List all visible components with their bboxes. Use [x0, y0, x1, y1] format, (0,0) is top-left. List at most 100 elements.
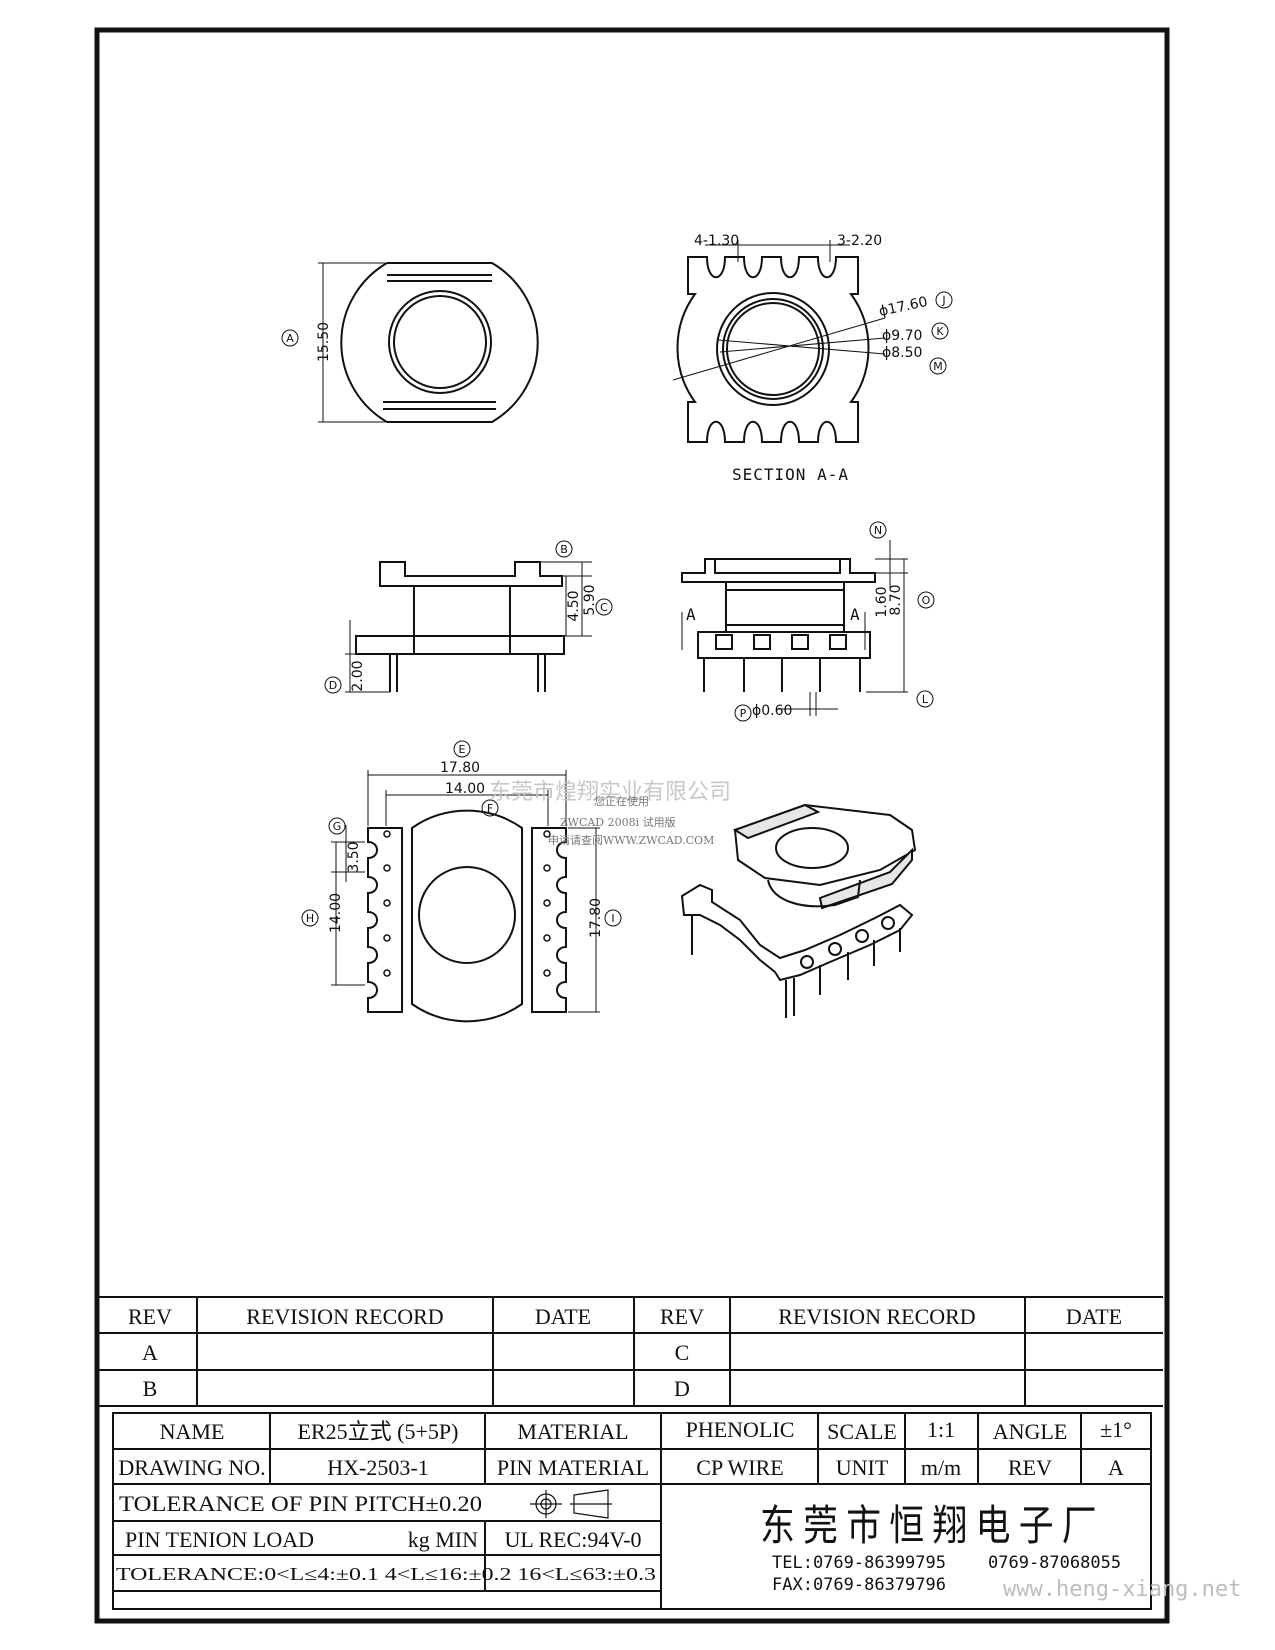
company-name: 东莞市恒翔电子厂: [760, 1501, 1105, 1550]
svg-text:P: P: [740, 707, 747, 720]
svg-text:D: D: [329, 679, 337, 692]
svg-text:B: B: [560, 543, 568, 556]
name-label: NAME: [160, 1419, 225, 1444]
svg-text:F: F: [487, 802, 493, 815]
cut-mark-right: A: [850, 605, 861, 624]
scale-value: 1:1: [927, 1417, 955, 1442]
front-pin-dim: ϕ0.60: [752, 703, 792, 719]
bottom-inner-dim: 14.00: [445, 781, 485, 797]
top-view: [318, 262, 539, 423]
svg-text:H: H: [306, 912, 314, 925]
bubble-p: P: [734, 704, 752, 722]
watermark-line1: 您正在使用: [594, 795, 649, 808]
dia-outer-dim: ϕ17.60: [878, 294, 930, 320]
svg-text:A: A: [286, 332, 294, 345]
unit-value: m/m: [921, 1455, 961, 1480]
bubble-g: G: [328, 817, 346, 835]
rev-value: A: [1108, 1455, 1124, 1480]
name-value: ER25立式 (5+5P): [298, 1419, 459, 1444]
side-dim-d: 2.00: [350, 660, 366, 691]
side-view: [345, 561, 592, 693]
slot-dim-right: 3-2.20: [837, 233, 882, 249]
front-dim-n: 1.60: [874, 586, 890, 617]
revision-record-header-1: REVISION RECORD: [246, 1304, 443, 1329]
title-block: [112, 1412, 1152, 1610]
bubble-d: D: [324, 676, 342, 694]
company-fax: FAX:0769-86379796: [772, 1575, 946, 1595]
watermark-line2: ZWCAD 2008i 试用版: [560, 815, 676, 829]
isometric-view: [680, 803, 917, 1018]
drawing-no-label: DRAWING NO.: [118, 1455, 265, 1480]
cut-mark-left: A: [686, 605, 697, 624]
pin-tension-label: PIN TENION LOAD: [125, 1527, 314, 1552]
bubble-c: C: [595, 598, 613, 616]
rev-label: REV: [1008, 1455, 1052, 1480]
rev-header-1: REV: [128, 1304, 172, 1329]
bubble-i: I: [604, 909, 622, 927]
bottom-right-height-dim: 17.80: [588, 898, 604, 938]
unit-label: UNIT: [836, 1455, 889, 1480]
svg-text:L: L: [922, 693, 929, 706]
section-label: SECTION A-A: [732, 465, 849, 484]
ul-rating: UL REC:94V-0: [504, 1527, 641, 1552]
revision-record-header-2: REVISION RECORD: [778, 1304, 975, 1329]
bottom-width-dim: 17.80: [440, 760, 480, 776]
website: www.heng-xiang.net: [1003, 1577, 1241, 1602]
dia-mid-dim: ϕ9.70: [882, 328, 922, 344]
bubble-h: H: [301, 909, 319, 927]
svg-text:O: O: [922, 594, 931, 607]
top-height-dim: 15.50: [316, 322, 332, 362]
bubble-m: M: [929, 357, 947, 375]
rev-row-d: D: [674, 1376, 690, 1401]
rev-row-b: B: [143, 1376, 158, 1401]
bubble-l: L: [916, 690, 934, 708]
watermark-company: 东莞市煌翔实业有限公司: [489, 780, 731, 805]
slot-dim-left: 4-1.30: [694, 233, 739, 249]
bottom-pins-left: [383, 830, 391, 977]
pin-material-value: CP WIRE: [696, 1455, 783, 1480]
date-header-1: DATE: [535, 1304, 591, 1329]
pin-tension-unit: kg MIN: [408, 1527, 478, 1552]
bubble-a: A: [281, 329, 299, 347]
dia-inner-dim: ϕ8.50: [882, 345, 922, 361]
bubble-f: F: [481, 799, 499, 817]
material-value: PHENOLIC: [686, 1417, 795, 1442]
angle-value: ±1°: [1100, 1417, 1132, 1442]
svg-text:J: J: [941, 294, 945, 307]
bubble-o: O: [917, 591, 935, 609]
side-dim-c: 5.90: [582, 584, 598, 615]
revision-table: [99, 1296, 1163, 1407]
tolerance-line: TOLERANCE:0<L≤4:±0.1 4<L≤16:±0.2 16<L≤63…: [116, 1564, 656, 1584]
svg-text:I: I: [611, 912, 614, 925]
drawing-no-value: HX-2503-1: [327, 1455, 428, 1480]
bottom-pins-right: [543, 830, 551, 977]
svg-text:C: C: [600, 601, 608, 614]
front-dim-o: 8.70: [888, 584, 904, 615]
section-view: [672, 240, 886, 443]
company-tel2: 0769-87068055: [988, 1553, 1121, 1573]
company-tel: TEL:0769-86399795: [772, 1553, 946, 1573]
svg-text:K: K: [936, 325, 944, 338]
bottom-left-height-dim: 14.00: [328, 893, 344, 933]
rev-row-a: A: [142, 1340, 158, 1365]
watermark-line3: 申请请查阅WWW.ZWCAD.COM: [548, 833, 714, 847]
bottom-pitch-dim: 3.50: [346, 841, 362, 872]
material-label: MATERIAL: [517, 1419, 628, 1444]
svg-text:G: G: [333, 820, 342, 833]
rev-row-c: C: [675, 1340, 690, 1365]
pin-material-label: PIN MATERIAL: [497, 1455, 649, 1480]
date-header-2: DATE: [1066, 1304, 1122, 1329]
svg-text:E: E: [459, 743, 466, 756]
tolerance-pitch: TOLERANCE OF PIN PITCH±0.20: [119, 1491, 482, 1516]
bubble-j: J: [935, 291, 953, 309]
scale-label: SCALE: [827, 1419, 897, 1444]
bottom-view: [331, 770, 600, 1023]
rev-header-2: REV: [660, 1304, 704, 1329]
svg-text:N: N: [874, 524, 882, 537]
bubble-k: K: [931, 322, 949, 340]
bubble-e: E: [453, 740, 471, 758]
svg-text:M: M: [933, 360, 943, 373]
angle-label: ANGLE: [993, 1419, 1068, 1444]
bubble-b: B: [555, 540, 573, 558]
